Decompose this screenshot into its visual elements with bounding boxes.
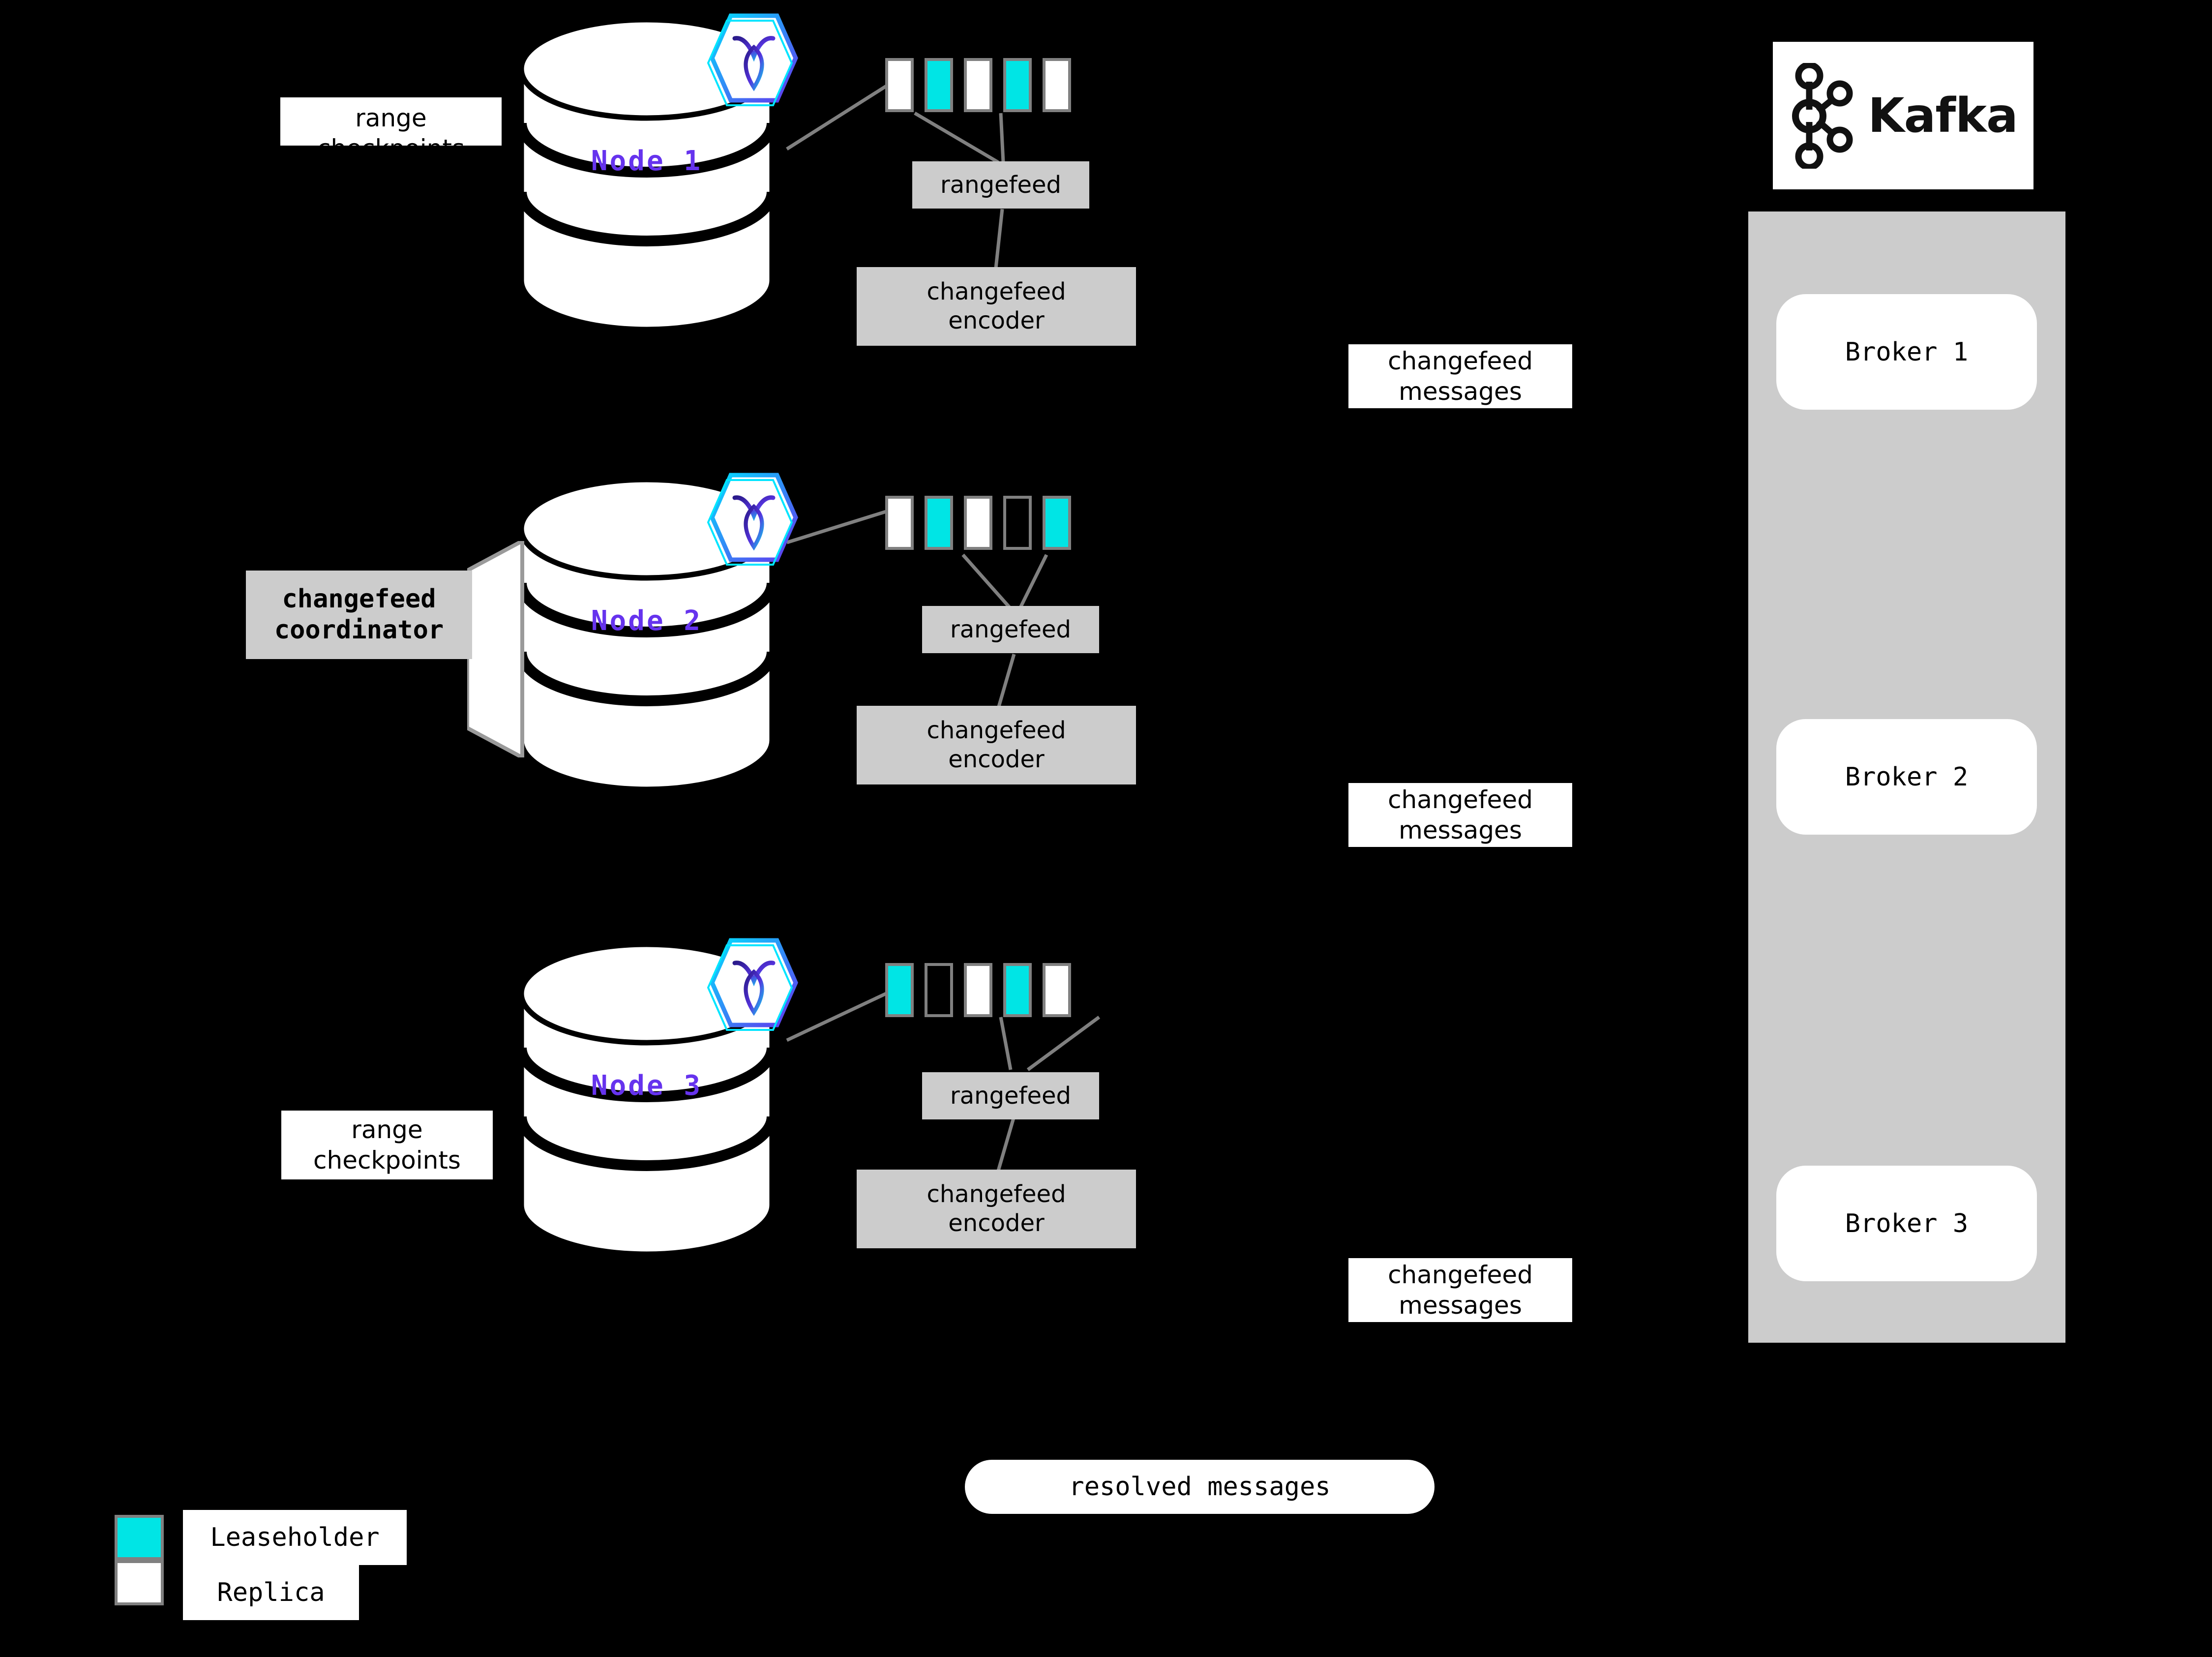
kafka-wordmark: Kafka: [1868, 88, 2018, 143]
resolved-messages-pill[interactable]: resolved messages: [965, 1460, 1435, 1514]
broker-1-box[interactable]: Broker 1: [1776, 294, 2037, 410]
rangefeed-label: rangefeed: [950, 1082, 1071, 1110]
broker-label: Broker 1: [1845, 337, 1969, 367]
legend-swatch-leaseholder: [115, 1515, 164, 1560]
kafka-node-graph-icon: [1789, 61, 1855, 170]
legend-label-leaseholder: Leaseholder: [183, 1510, 407, 1565]
node-1-rangefeed-box[interactable]: rangefeed: [912, 161, 1089, 209]
range-checkpoints-top-label: range checkpoints: [280, 97, 502, 146]
range-box[interactable]: [885, 58, 914, 112]
resolved-messages-label: resolved messages: [1069, 1472, 1331, 1502]
cockroachdb-hexagon-icon: [707, 468, 801, 567]
rangefeed-label: rangefeed: [940, 171, 1061, 199]
legend-text: Replica: [217, 1577, 325, 1607]
coordinator-connector: [465, 538, 541, 761]
kafka-logo-card: Kafka: [1773, 42, 2033, 189]
node-2-rangefeed-box[interactable]: rangefeed: [922, 606, 1099, 653]
range-box[interactable]: [1003, 496, 1032, 550]
node-2-range-row: [885, 496, 1082, 550]
range-checkpoints-text: range checkpoints: [317, 103, 465, 146]
rangefeed-label: rangefeed: [950, 615, 1071, 643]
range-box[interactable]: [1043, 963, 1071, 1017]
changefeed-coordinator-label: changefeed coordinator: [274, 584, 444, 645]
broker-label: Broker 3: [1845, 1208, 1969, 1238]
range-box[interactable]: [964, 963, 992, 1017]
node-1-range-row: [885, 58, 1082, 112]
changefeed-messages-text: changefeed messages: [1388, 785, 1533, 845]
range-box[interactable]: [885, 496, 914, 550]
changefeed-messages-text: changefeed messages: [1388, 1260, 1533, 1320]
node-3-cylinder[interactable]: Node 3: [516, 944, 777, 1254]
node-1-changefeed-encoder-box[interactable]: changefeed encoder: [857, 267, 1136, 346]
node-3-rangefeed-box[interactable]: rangefeed: [922, 1072, 1099, 1119]
range-box[interactable]: [925, 58, 953, 112]
broker-2-box[interactable]: Broker 2: [1776, 719, 2037, 835]
cockroachdb-hexagon-icon: [707, 9, 801, 107]
range-box[interactable]: [1003, 58, 1032, 112]
range-checkpoints-text: range checkpoints: [313, 1115, 461, 1175]
changefeed-encoder-label: changefeed encoder: [927, 1180, 1066, 1237]
range-box[interactable]: [885, 963, 914, 1017]
range-box[interactable]: [1003, 963, 1032, 1017]
cockroachdb-hexagon-icon: [707, 934, 801, 1032]
node-1-label: Node 1: [591, 145, 703, 177]
range-box[interactable]: [1043, 58, 1071, 112]
legend-swatch-replica: [115, 1560, 164, 1605]
range-checkpoints-bottom-label: range checkpoints: [281, 1111, 493, 1179]
node-3-changefeed-encoder-box[interactable]: changefeed encoder: [857, 1170, 1136, 1248]
changefeed-coordinator-box[interactable]: changefeed coordinator: [246, 571, 472, 659]
broker-3-box[interactable]: Broker 3: [1776, 1166, 2037, 1281]
range-box[interactable]: [925, 963, 953, 1017]
node-3-range-row: [885, 963, 1082, 1017]
node-2-label: Node 2: [591, 605, 703, 637]
range-box[interactable]: [964, 58, 992, 112]
changefeed-messages-label-3: changefeed messages: [1348, 1258, 1572, 1322]
legend-label-replica: Replica: [183, 1565, 359, 1620]
broker-label: Broker 2: [1845, 762, 1969, 792]
incoming-arrow-head: [2061, 344, 2095, 365]
node-2-changefeed-encoder-box[interactable]: changefeed encoder: [857, 706, 1136, 784]
changefeed-messages-label-1: changefeed messages: [1348, 344, 1572, 408]
changefeed-messages-text: changefeed messages: [1388, 346, 1533, 406]
node-2-cylinder[interactable]: Node 2: [516, 480, 777, 789]
range-box[interactable]: [964, 496, 992, 550]
range-box[interactable]: [1043, 496, 1071, 550]
node-3-label: Node 3: [591, 1070, 703, 1102]
legend-text: Leaseholder: [210, 1522, 380, 1552]
changefeed-encoder-label: changefeed encoder: [927, 278, 1066, 334]
range-box[interactable]: [925, 496, 953, 550]
changefeed-encoder-label: changefeed encoder: [927, 717, 1066, 773]
changefeed-messages-label-2: changefeed messages: [1348, 783, 1572, 847]
